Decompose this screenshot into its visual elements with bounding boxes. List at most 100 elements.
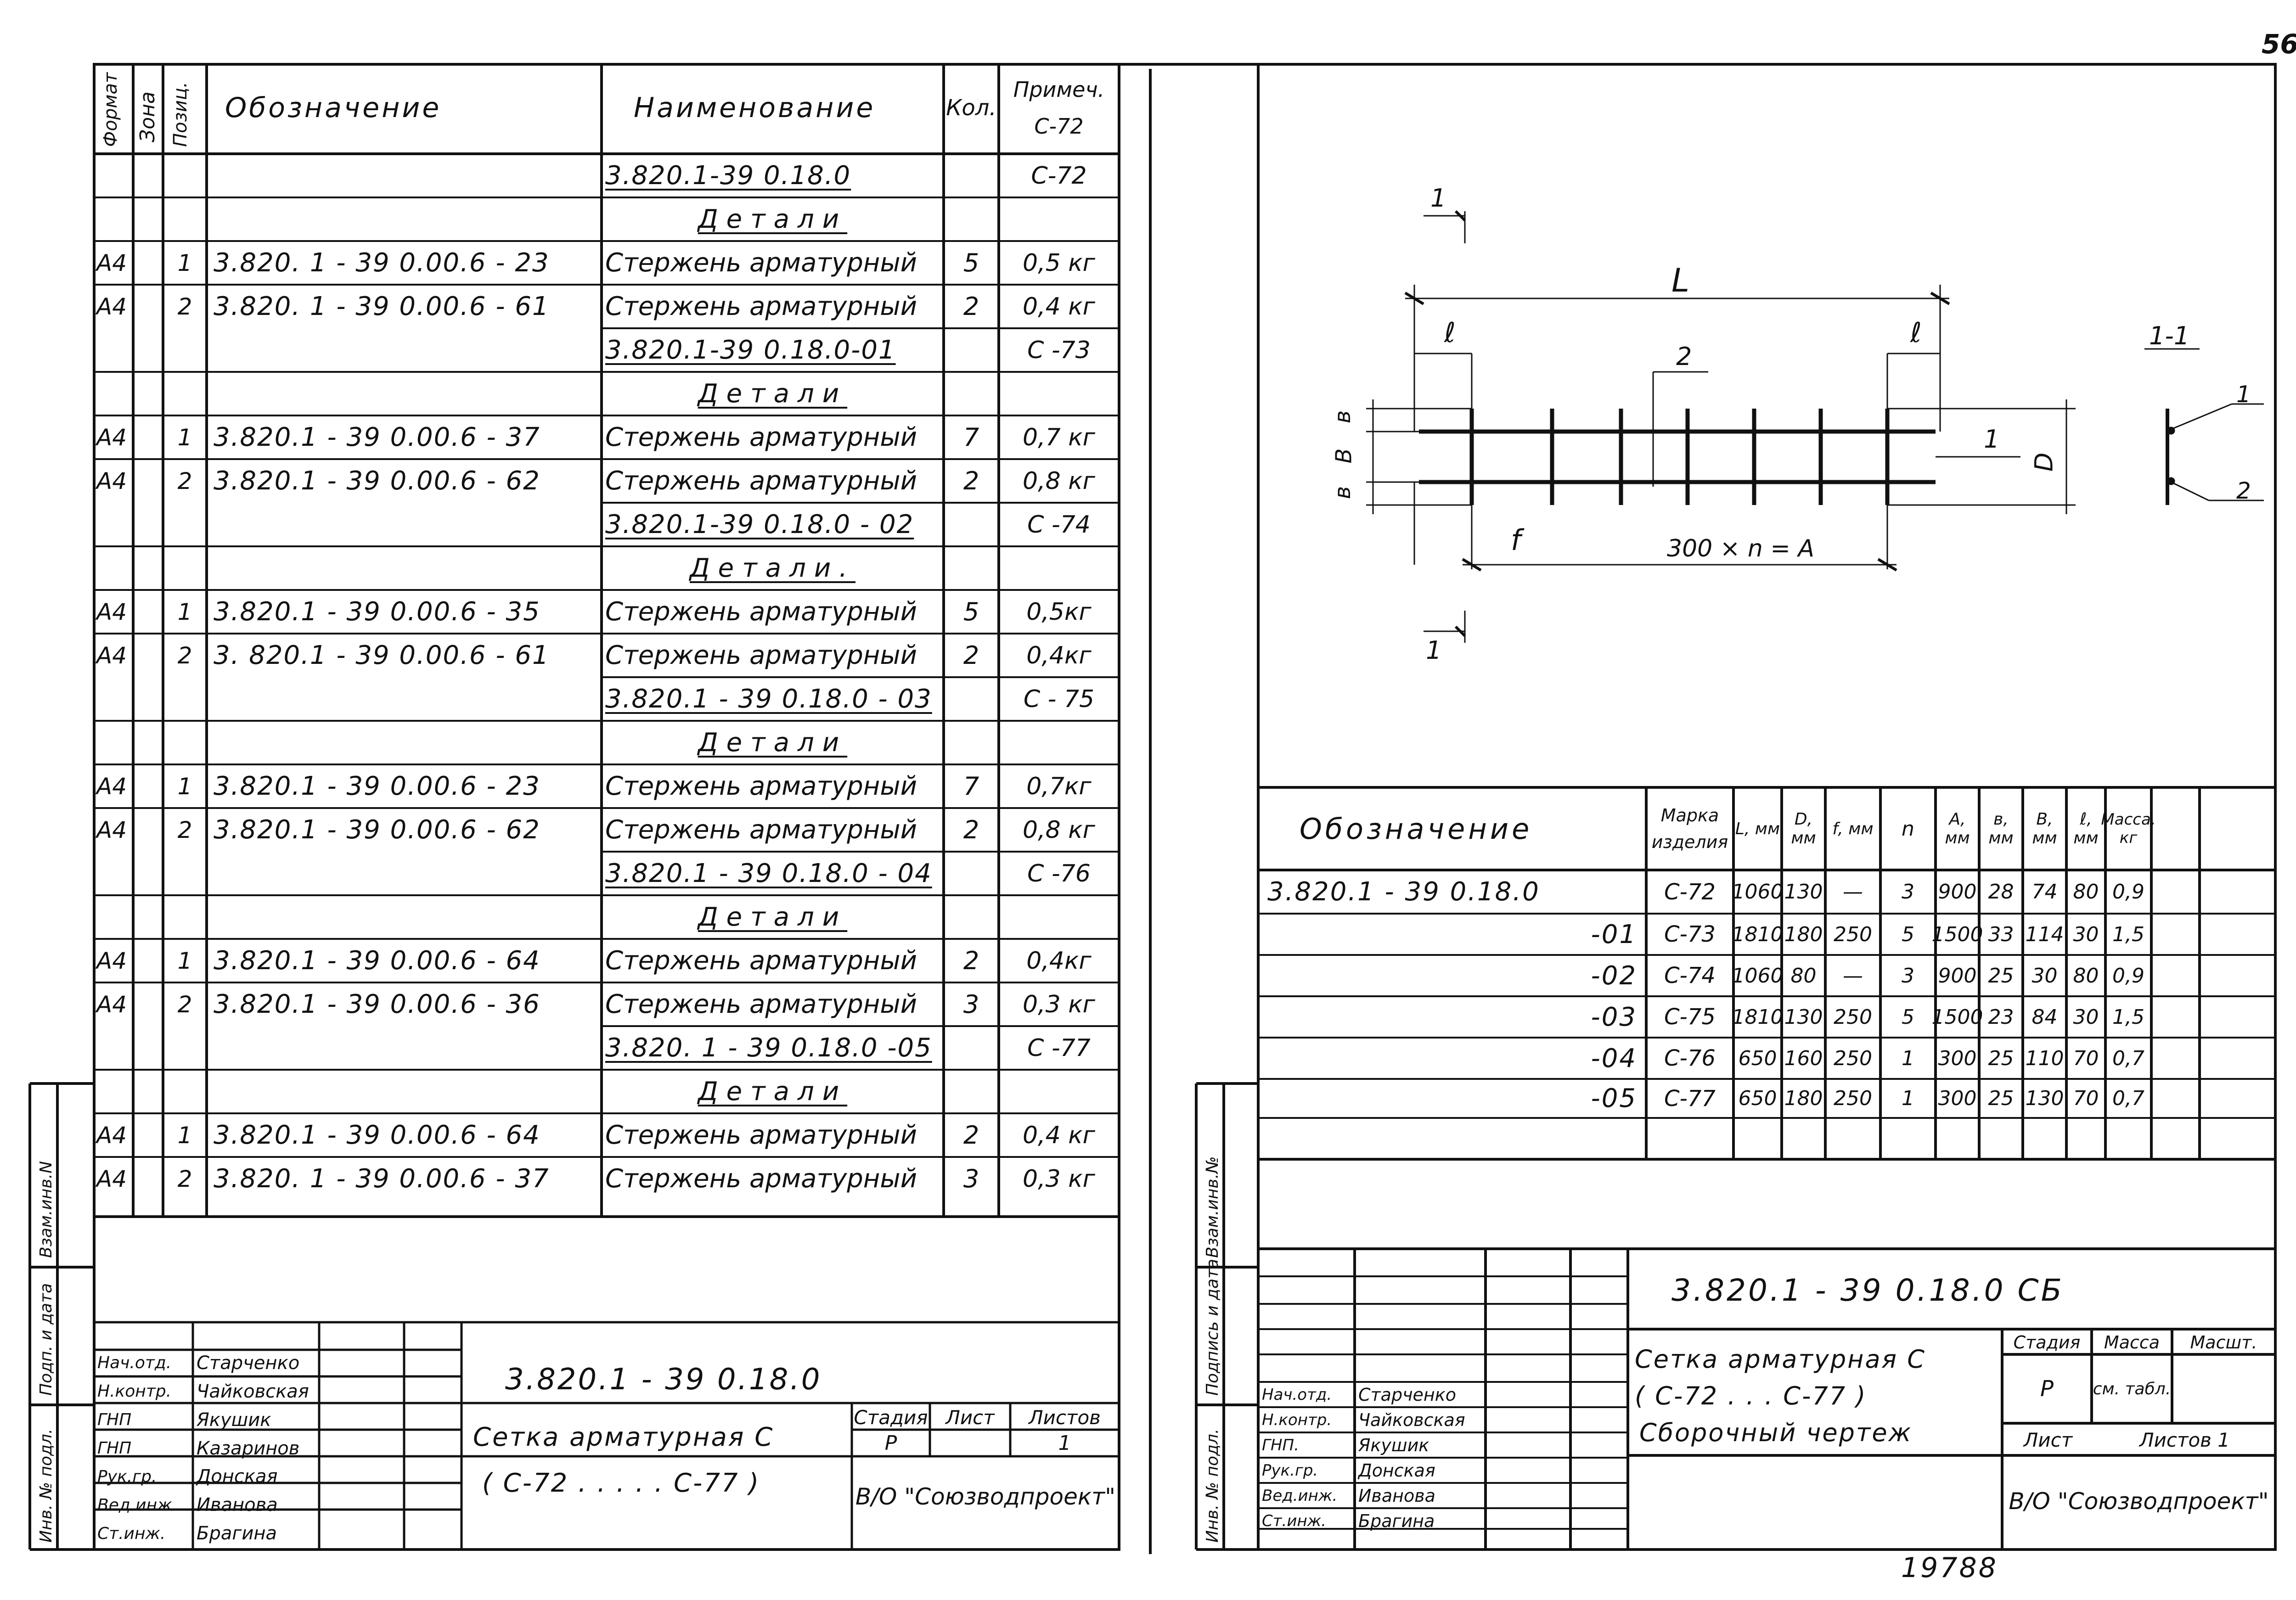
spec-name: Стержень арматурный xyxy=(605,640,917,670)
left-stage-label: Стадия xyxy=(854,1406,928,1429)
spec-designation: 3.820.1 - 39 0.00.6 - 23 xyxy=(214,771,540,801)
variant-mass: 1,5 xyxy=(2112,922,2144,946)
spec-note: С -77 xyxy=(1027,1034,1091,1062)
spec-designation: 3.820.1 - 39 0.00.6 - 35 xyxy=(214,597,540,627)
section-mark-top: 1 xyxy=(1430,184,1446,213)
spec-qty: 5 xyxy=(963,597,979,626)
spec-format: А4 xyxy=(96,816,127,843)
rt-header-mass: Масса, кг xyxy=(2101,810,2156,847)
spec-format xyxy=(96,328,132,372)
variant-B: 30 xyxy=(2032,964,2058,988)
rt-header-B: В, мм xyxy=(2032,810,2057,848)
spec-name: Детали. xyxy=(689,553,856,583)
spec-format xyxy=(96,503,132,546)
variant-designation: 3.820.1 - 39 0.18.0 xyxy=(1267,877,1540,907)
signer-name: Брагина xyxy=(197,1523,277,1544)
right-scale-label: Масшт. xyxy=(2190,1332,2257,1353)
spec-qty xyxy=(944,328,999,372)
variant-D: 180 xyxy=(1784,1087,1823,1110)
spec-position: 2 xyxy=(177,293,192,320)
spec-position: 2 xyxy=(177,816,192,843)
spec-qty xyxy=(944,895,999,939)
header-position: Позиц. xyxy=(170,82,191,147)
spec-format: А4 xyxy=(96,424,127,451)
spec-position xyxy=(163,197,207,241)
dim-b-top: в xyxy=(1330,410,1356,424)
rt-header-designation: Обозначение xyxy=(1300,812,1533,846)
spec-note: 0,4кг xyxy=(1026,947,1092,975)
variant-f: — xyxy=(1843,880,1863,904)
left-title-line2: ( С-72 . . . . . С-77 ) xyxy=(482,1468,760,1498)
right-stage-label: Стадия xyxy=(2013,1332,2081,1353)
header-designation: Обозначение xyxy=(225,92,442,124)
signer-role: Вед.инж. xyxy=(1262,1487,1338,1505)
spec-position: 1 xyxy=(177,947,192,974)
dim-D-label: D xyxy=(2029,452,2059,472)
variant-n: 3 xyxy=(1902,880,1914,904)
spec-position: 1 xyxy=(177,424,192,451)
variant-l: 30 xyxy=(2073,922,2099,946)
dim-b-bottom: в xyxy=(1330,486,1356,500)
spec-designation xyxy=(214,154,599,197)
variant-B: 110 xyxy=(2025,1046,2064,1070)
spec-note: С -76 xyxy=(1027,859,1091,887)
signer-name: Чайковская xyxy=(1358,1410,1465,1430)
spec-qty: 5 xyxy=(963,248,979,277)
spec-format: А4 xyxy=(96,642,127,669)
pos-2-label: 2 xyxy=(1676,342,1692,371)
variant-B: 74 xyxy=(2032,880,2058,904)
spec-qty xyxy=(944,852,999,895)
spec-qty xyxy=(944,721,999,764)
spec-designation xyxy=(214,677,599,721)
spec-designation xyxy=(214,328,599,372)
left-org: В/О "Союзводпроект" xyxy=(855,1483,1116,1510)
spec-qty xyxy=(944,503,999,546)
signer-role: ГНП xyxy=(97,1410,132,1430)
spec-name: Стержень арматурный xyxy=(605,989,917,1019)
spec-format xyxy=(96,852,132,895)
spec-note: 0,4 кг xyxy=(1023,1121,1095,1149)
signer-role: Ст.инж. xyxy=(1262,1512,1327,1530)
variant-b: 25 xyxy=(1988,964,2014,988)
pos-1-label: 1 xyxy=(1984,425,2000,454)
variant-b: 25 xyxy=(1988,1046,2014,1070)
spec-format xyxy=(96,721,132,764)
variant-mark: С-77 xyxy=(1664,1085,1716,1112)
variant-L: 1810 xyxy=(1732,1005,1784,1029)
variant-D: 180 xyxy=(1784,922,1823,946)
variant-A: 1500 xyxy=(1931,922,1983,946)
spec-designation: 3.820. 1 - 39 0.00.6 - 23 xyxy=(214,248,550,278)
spec-format: А4 xyxy=(96,773,127,800)
spec-name: Детали xyxy=(698,204,848,234)
header-zone: Зона xyxy=(136,91,159,142)
spec-format: А4 xyxy=(96,991,127,1018)
variant-D: 160 xyxy=(1784,1046,1823,1070)
variant-designation: -02 xyxy=(1591,960,1637,991)
spec-qty xyxy=(944,677,999,721)
signer-name: Чайковская xyxy=(197,1381,309,1402)
spec-format xyxy=(96,546,132,590)
spec-designation xyxy=(214,852,599,895)
spec-designation: 3.820.1 - 39 0.00.6 - 37 xyxy=(214,422,540,452)
variant-designation: -01 xyxy=(1591,919,1637,949)
spec-designation xyxy=(214,721,599,764)
left-side-label-swap: Взам.инв.N xyxy=(37,1161,56,1258)
variant-L: 1810 xyxy=(1732,922,1784,946)
variant-L: 650 xyxy=(1738,1087,1777,1110)
spec-position xyxy=(163,328,207,372)
right-doc-code: 3.820.1 - 39 0.18.0 СБ xyxy=(1671,1272,2064,1308)
spec-note: С-72 xyxy=(1031,162,1087,190)
variant-A: 1500 xyxy=(1931,1005,1983,1029)
spec-position xyxy=(163,1026,207,1070)
spec-name: Стержень арматурный xyxy=(605,1120,917,1150)
spec-note: 0,4 кг xyxy=(1023,292,1095,320)
variant-designation: -04 xyxy=(1591,1043,1637,1073)
variant-L: 650 xyxy=(1738,1046,1777,1070)
spec-format xyxy=(96,677,132,721)
signer-name: Брагина xyxy=(1358,1511,1435,1531)
variant-B: 84 xyxy=(2032,1005,2058,1029)
spec-name: Стержень арматурный xyxy=(605,422,917,452)
spec-note xyxy=(999,546,1119,590)
right-mass-note: см. табл. xyxy=(2093,1379,2171,1398)
left-stage-value: Р xyxy=(884,1431,897,1455)
